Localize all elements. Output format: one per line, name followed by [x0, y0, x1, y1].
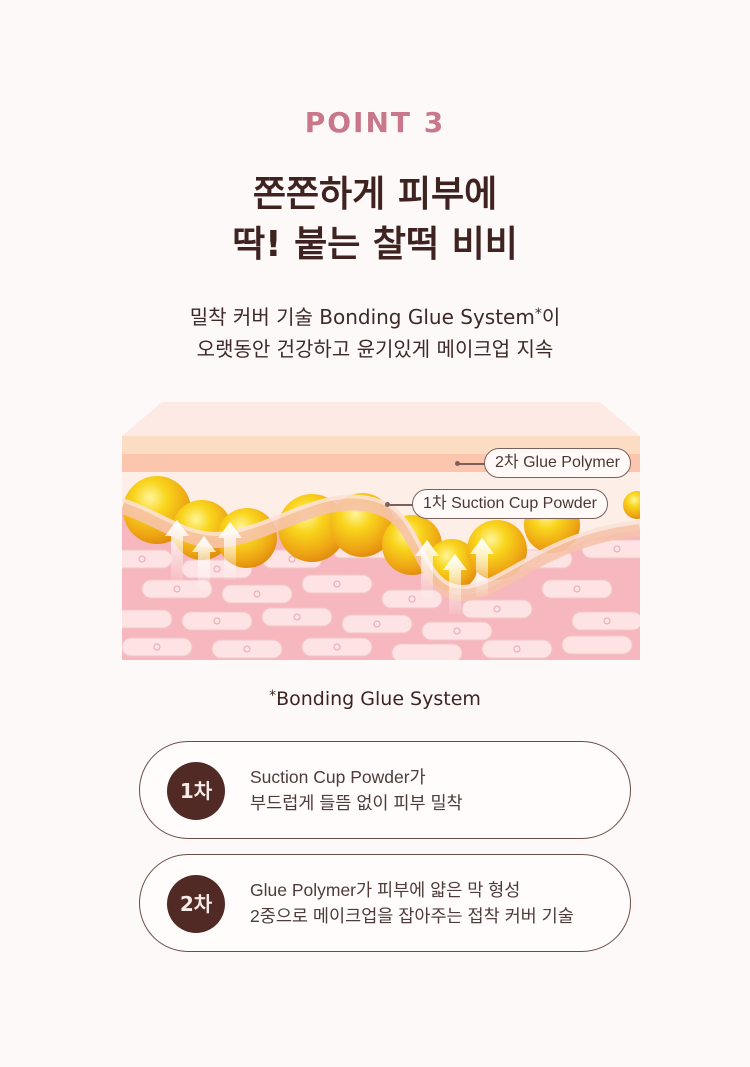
step-1-line-2: 부드럽게 들뜸 없이 피부 밀착 — [250, 793, 463, 813]
subcopy-line-2: 오랫동안 건강하고 윤기있게 메이크업 지속 — [196, 337, 554, 361]
footnote-text: Bonding Glue System — [276, 688, 481, 710]
step-2-line-2: 2중으로 메이크업을 잡아주는 접착 커버 기술 — [250, 906, 574, 926]
headline: 쫀쫀하게 피부에 딱! 붙는 찰떡 비비 — [0, 170, 750, 270]
step-2-description: Glue Polymer가 피부에 얇은 막 형성 2중으로 메이크업을 잡아주… — [250, 877, 574, 929]
footnote: *Bonding Glue System — [0, 688, 750, 710]
glue-polymer-pointer-dot — [455, 461, 460, 466]
step-badge-1: 1차 — [167, 762, 225, 820]
suction-cup-label: 1차 Suction Cup Powder — [412, 489, 608, 519]
subcopy-line-1-suffix: 이 — [541, 305, 561, 329]
suction-cup-pointer-line — [389, 504, 413, 506]
asterisk-mark: * — [534, 306, 542, 322]
headline-line-2: 딱! 붙는 찰떡 비비 — [232, 224, 518, 265]
glue-polymer-label: 2차 Glue Polymer — [484, 448, 631, 478]
skin-cross-section-graphic — [122, 402, 640, 660]
step-1-line-1: Suction Cup Powder가 — [250, 767, 426, 787]
step-badge-2: 2차 — [167, 875, 225, 933]
suction-cup-pointer-dot — [385, 502, 390, 507]
step-2-line-1: Glue Polymer가 피부에 얇은 막 형성 — [250, 880, 521, 900]
step-card-2: 2차 Glue Polymer가 피부에 얇은 막 형성 2중으로 메이크업을 … — [139, 854, 631, 952]
subcopy: 밀착 커버 기술 Bonding Glue System*이 오랫동안 건강하고… — [0, 298, 750, 365]
subcopy-line-1-text: 밀착 커버 기술 Bonding Glue System — [189, 305, 535, 329]
footnote-asterisk: * — [269, 688, 277, 704]
glue-polymer-pointer-line — [459, 463, 485, 465]
point-label: POINT 3 — [304, 106, 446, 139]
subcopy-line-1: 밀착 커버 기술 Bonding Glue System*이 — [0, 298, 750, 333]
step-card-1: 1차 Suction Cup Powder가 부드럽게 들뜸 없이 피부 밀착 — [139, 741, 631, 839]
headline-line-1: 쫀쫀하게 피부에 — [252, 174, 498, 215]
step-1-description: Suction Cup Powder가 부드럽게 들뜸 없이 피부 밀착 — [250, 764, 463, 816]
skin-layer-illustration: 2차 Glue Polymer 1차 Suction Cup Powder — [122, 400, 640, 660]
